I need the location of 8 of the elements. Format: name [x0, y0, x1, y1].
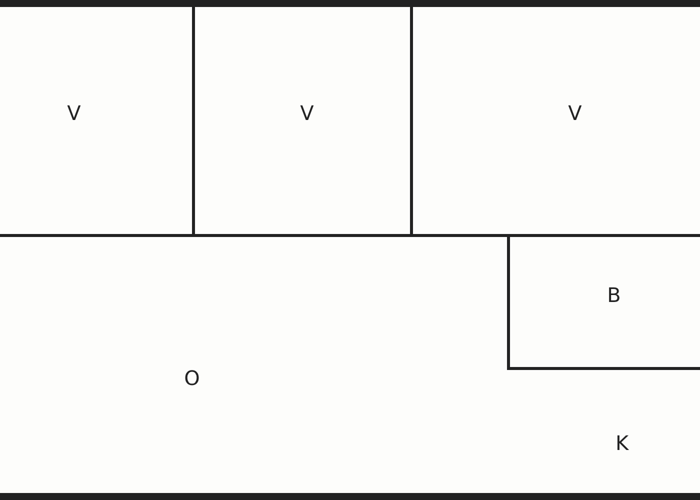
room-outline	[0, 234, 700, 496]
room-label: V	[568, 101, 582, 125]
room-label: V	[300, 101, 314, 125]
room-label: O	[184, 366, 200, 390]
room-outline	[507, 234, 700, 370]
room-label: B	[607, 283, 621, 307]
area-label: K	[615, 431, 629, 455]
room-label: V	[67, 101, 81, 125]
